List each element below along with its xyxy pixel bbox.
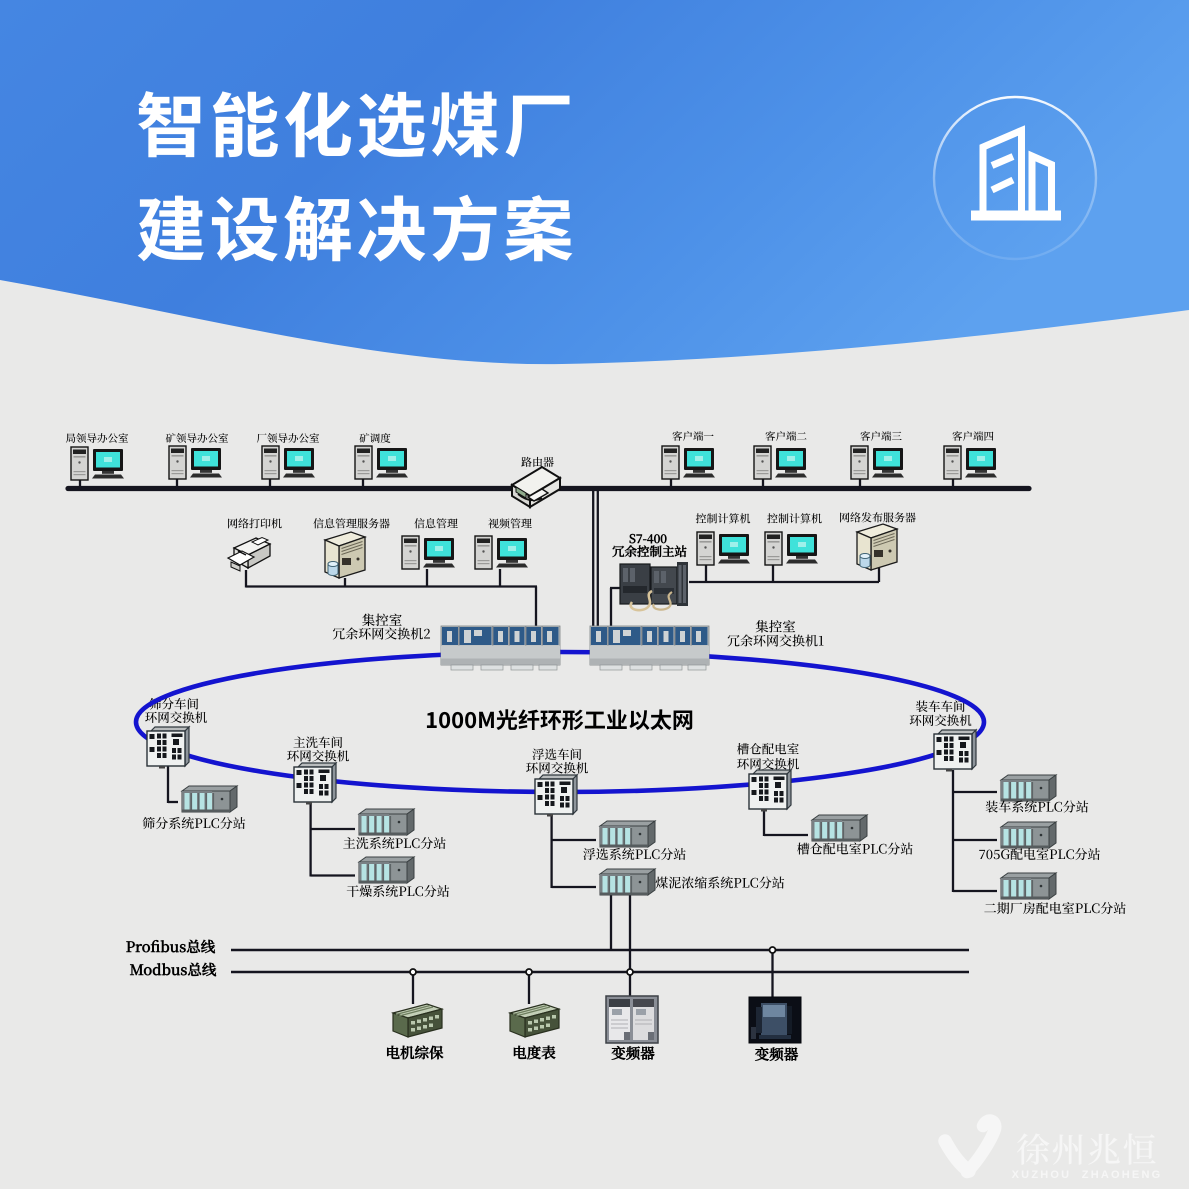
svg-text:Modbus总线: Modbus总线 xyxy=(130,959,217,980)
svg-text:环网交换机: 环网交换机 xyxy=(737,755,800,773)
svg-text:徐州兆恒: 徐州兆恒 xyxy=(1016,1123,1158,1172)
svg-text:电度表: 电度表 xyxy=(512,1042,556,1063)
svg-text:环网交换机: 环网交换机 xyxy=(287,747,350,765)
svg-text:环网交换机: 环网交换机 xyxy=(145,708,208,726)
svg-text:主洗系统PLC分站: 主洗系统PLC分站 xyxy=(343,833,446,852)
svg-text:客户端二: 客户端二 xyxy=(765,429,807,444)
svg-text:视频管理: 视频管理 xyxy=(488,516,532,532)
svg-text:筛分系统PLC分站: 筛分系统PLC分站 xyxy=(142,813,245,832)
svg-text:冗余环网交换机1: 冗余环网交换机1 xyxy=(727,631,824,650)
svg-text:主洗车间: 主洗车间 xyxy=(293,733,343,751)
svg-text:路由器: 路由器 xyxy=(521,454,554,470)
svg-text:局领导办公室: 局领导办公室 xyxy=(66,431,129,446)
svg-text:装车系统PLC分站: 装车系统PLC分站 xyxy=(985,797,1088,816)
svg-text:变频器: 变频器 xyxy=(611,1043,655,1064)
svg-text:Profibus总线: Profibus总线 xyxy=(126,936,216,957)
svg-text:客户端一: 客户端一 xyxy=(672,429,714,444)
svg-text:信息管理服务器: 信息管理服务器 xyxy=(313,516,390,532)
svg-text:网络打印机: 网络打印机 xyxy=(227,516,282,532)
svg-text:浮选系统PLC分站: 浮选系统PLC分站 xyxy=(583,844,686,863)
svg-text:网络发布服务器: 网络发布服务器 xyxy=(839,510,916,526)
svg-text:装车车间: 装车车间 xyxy=(915,697,965,715)
svg-text:S7-400: S7-400 xyxy=(629,530,667,547)
svg-text:浮选车间: 浮选车间 xyxy=(532,745,582,763)
svg-text:控制计算机: 控制计算机 xyxy=(696,511,751,527)
svg-text:变频器: 变频器 xyxy=(755,1044,799,1065)
svg-text:矿领导办公室: 矿领导办公室 xyxy=(166,431,229,446)
svg-text:煤泥浓缩系统PLC分站: 煤泥浓缩系统PLC分站 xyxy=(655,873,784,892)
svg-text:客户端四: 客户端四 xyxy=(952,429,994,444)
svg-text:集控室: 集控室 xyxy=(755,616,796,636)
svg-text:槽仓配电室PLC分站: 槽仓配电室PLC分站 xyxy=(797,839,913,858)
svg-text:信息管理: 信息管理 xyxy=(414,516,458,532)
svg-text:控制计算机: 控制计算机 xyxy=(767,511,822,527)
svg-text:集控室: 集控室 xyxy=(362,609,403,629)
svg-text:XUZHOU ZHAOHENG: XUZHOU ZHAOHENG xyxy=(1012,1169,1163,1181)
svg-text:厂领导办公室: 厂领导办公室 xyxy=(257,431,320,446)
svg-text:环网交换机: 环网交换机 xyxy=(909,711,972,729)
svg-text:冗余环网交换机2: 冗余环网交换机2 xyxy=(332,624,430,643)
svg-text:环网交换机: 环网交换机 xyxy=(526,759,589,777)
svg-text:1000M光纤环形工业以太网: 1000M光纤环形工业以太网 xyxy=(425,703,694,735)
svg-text:冗余控制主站: 冗余控制主站 xyxy=(612,542,688,560)
svg-text:客户端三: 客户端三 xyxy=(860,429,902,444)
svg-text:二期厂房配电室PLC分站: 二期厂房配电室PLC分站 xyxy=(984,898,1126,917)
svg-text:干燥系统PLC分站: 干燥系统PLC分站 xyxy=(346,881,449,900)
svg-text:电机综保: 电机综保 xyxy=(386,1042,444,1063)
svg-text:矿调度: 矿调度 xyxy=(359,431,391,446)
svg-text:槽仓配电室: 槽仓配电室 xyxy=(737,740,800,758)
svg-text:705G配电室PLC分站: 705G配电室PLC分站 xyxy=(978,844,1100,863)
